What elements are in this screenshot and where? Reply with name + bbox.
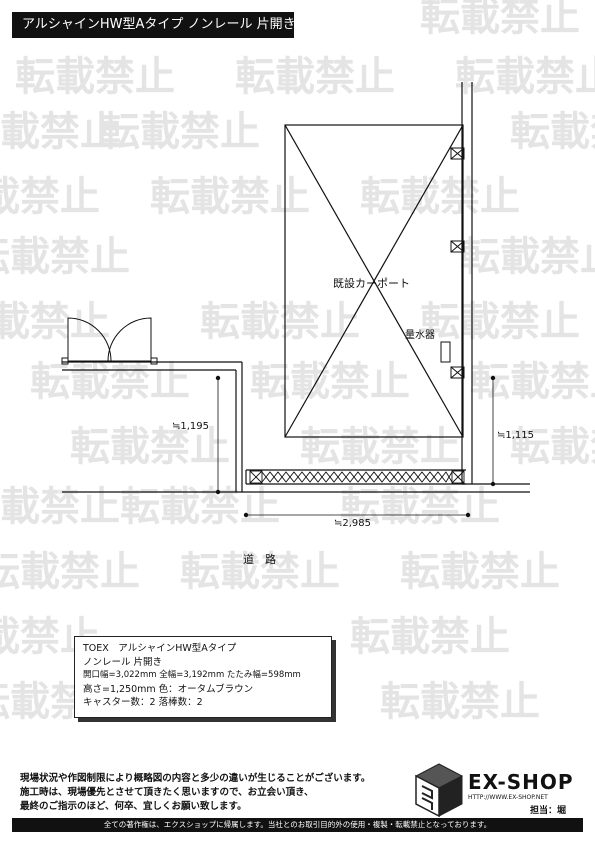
- notice-text: 現場状況や作図制限により概略図の内容と多少の違いが生じることがございます。 施工…: [20, 772, 410, 814]
- watermark-text: 転載禁止: [30, 359, 190, 405]
- notice-line: 最終のご指示のほど、何卒、宜しくお願い致します。: [20, 801, 247, 812]
- footer-bar: 全ての著作権は、エクスショップに帰属します。当社とのお取引目的外の使用・複製・転…: [12, 818, 583, 832]
- watermark-text: 転載禁止: [0, 234, 130, 280]
- watermark-text: 転載禁止: [350, 614, 510, 660]
- cube-logo-icon: [414, 763, 464, 818]
- dimension-left: ≒1,195: [172, 421, 210, 432]
- watermark-text: 転載禁止: [400, 549, 560, 595]
- watermark-text: 転載禁止: [0, 484, 120, 530]
- watermark-text: 転載禁止: [420, 0, 580, 40]
- watermark-text: 転載禁止: [0, 549, 140, 595]
- watermark-text: 転載禁止: [380, 679, 540, 725]
- watermark-text: 転載禁止: [510, 109, 595, 155]
- water-meter-label: 量水器: [405, 330, 435, 341]
- dimension-bottom: ≒2,985: [334, 518, 372, 529]
- post-markers: [450, 147, 465, 379]
- boundary-wall: [62, 361, 466, 492]
- watermark-text: 転載禁止: [300, 424, 460, 470]
- watermark-text: 転載禁止: [235, 54, 395, 100]
- spec-line: TOEX アルシャインHW型Aタイプ: [83, 643, 237, 654]
- watermark-text: 転載禁止: [100, 109, 260, 155]
- spec-line: 高さ=1,250mm 色：オータムブラウン: [83, 683, 254, 695]
- spec-line: キャスター数：2 落棒数：2: [83, 697, 203, 708]
- watermark-text: 転載禁止: [455, 54, 595, 100]
- road-label: 道 路: [243, 553, 276, 566]
- entry-door: [61, 317, 158, 365]
- carport-outline: [284, 124, 464, 438]
- logo-brand: EX-SHOP: [468, 770, 574, 794]
- person-in-charge: 担当：堀: [530, 806, 567, 816]
- watermark-text: 転載禁止: [0, 174, 100, 220]
- watermark-text: 転載禁止: [510, 424, 595, 470]
- notice-line: 現場状況や作図制限により概略図の内容と多少の違いが生じることがございます。: [20, 773, 371, 784]
- watermark-text: 転載禁止: [0, 109, 120, 155]
- watermark-text: 転載禁止: [250, 359, 410, 405]
- spec-line: ノンレール 片開き: [83, 656, 163, 668]
- watermark-text: 転載禁止: [0, 299, 110, 345]
- dimension-lines: [215, 375, 496, 518]
- watermark-text: 転載禁止: [420, 299, 580, 345]
- logo-url: HTTP://WWW.EX-SHOP.NET: [468, 794, 548, 801]
- watermark-text: 転載禁止: [70, 424, 230, 470]
- spec-line: 開口幅=3,022mm 全幅=3,192mm たたみ幅=598mm: [83, 670, 301, 680]
- carport-label: 既設カーポート: [333, 277, 410, 290]
- dimension-right: ≒1,115: [497, 430, 535, 441]
- building-wall: [461, 82, 530, 485]
- watermark-text: 転載禁止: [120, 484, 280, 530]
- watermark-text: 転載禁止: [200, 299, 360, 345]
- watermark-text: 転載禁止: [150, 174, 310, 220]
- notice-line: 施工時は、現場優先とさせて頂きたく思いますので、お立会い頂き、: [20, 787, 314, 798]
- watermark-text: 転載禁止: [180, 549, 340, 595]
- gate-zigzag: [249, 470, 465, 484]
- exshop-logo: EX-SHOP HTTP://WWW.EX-SHOP.NET 担当：堀: [412, 758, 587, 820]
- water-meter-box: [440, 341, 451, 363]
- watermark-text: 転載禁止: [460, 234, 595, 280]
- title-bar: アルシャインHW型Aタイプ ノンレール 片開き: [12, 12, 296, 38]
- spec-box: TOEX アルシャインHW型Aタイプ ノンレール 片開き 開口幅=3,022mm…: [74, 636, 332, 718]
- watermark-text: 転載禁止: [360, 174, 520, 220]
- watermark-text: 転載禁止: [15, 54, 175, 100]
- watermark-text: 転載禁止: [470, 359, 595, 405]
